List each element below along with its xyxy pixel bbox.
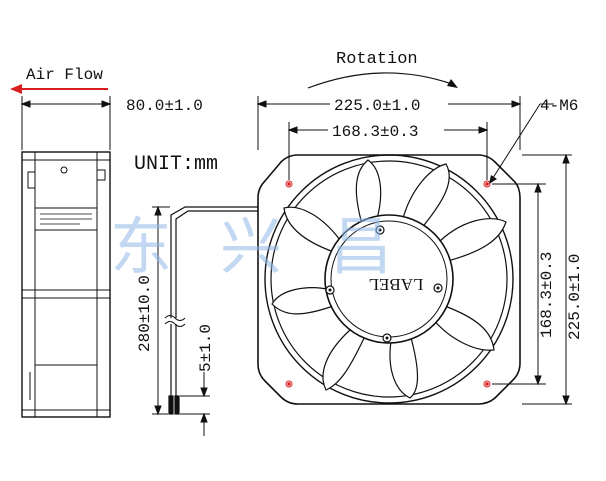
hub-label: LABEL bbox=[369, 275, 424, 294]
fan-venturi-inner bbox=[270, 160, 508, 398]
fan-venturi-outer bbox=[264, 154, 514, 404]
fan-blades bbox=[271, 159, 507, 399]
hole-spacing-horizontal-label: 168.3±0.3 bbox=[332, 123, 418, 141]
depth-dimension bbox=[20, 96, 112, 150]
mount-hole-top-right bbox=[483, 180, 491, 188]
air-flow-label: Air Flow bbox=[26, 66, 103, 84]
lead-wires bbox=[164, 206, 258, 415]
mount-holes-label: 4-M6 bbox=[540, 97, 578, 115]
hole-spacing-vertical-label: 168.3±0.3 bbox=[538, 252, 556, 338]
side-view-body bbox=[21, 151, 111, 418]
strip-length-dimension bbox=[180, 372, 210, 436]
outer-height-dimension bbox=[522, 153, 572, 406]
rotation-label: Rotation bbox=[336, 50, 418, 69]
air-flow-indicator: Air Flow bbox=[10, 66, 108, 94]
outer-height-label: 225.0±1.0 bbox=[566, 254, 584, 340]
mount-hole-top-left bbox=[285, 180, 293, 188]
outer-width-label: 225.0±1.0 bbox=[334, 97, 420, 115]
mounting-holes bbox=[285, 180, 491, 388]
side-view-label-plate bbox=[34, 207, 98, 231]
mount-holes-leader bbox=[490, 103, 541, 182]
rotation-arrow bbox=[307, 72, 453, 89]
fan-hub bbox=[324, 214, 454, 344]
fan-frame-outline bbox=[257, 154, 521, 405]
lead-length-label: 280±10.0 bbox=[136, 275, 154, 352]
mount-hole-bottom-right bbox=[483, 380, 491, 388]
strip-length-label: 5±1.0 bbox=[197, 324, 215, 372]
side-view bbox=[21, 151, 111, 418]
unit-label: UNIT:mm bbox=[134, 153, 218, 176]
watermark: 东兴昌 bbox=[110, 210, 440, 283]
mount-hole-bottom-left bbox=[285, 380, 293, 388]
rotation-arrow-head bbox=[447, 79, 458, 88]
side-view-screw bbox=[60, 166, 68, 174]
hole-spacing-vertical-dimension bbox=[492, 182, 546, 386]
side-view-label-text-marks bbox=[40, 213, 92, 225]
depth-dimension-label: 80.0±1.0 bbox=[126, 97, 203, 115]
lead-length-dimension bbox=[152, 205, 170, 416]
air-flow-arrow-head bbox=[10, 84, 22, 94]
